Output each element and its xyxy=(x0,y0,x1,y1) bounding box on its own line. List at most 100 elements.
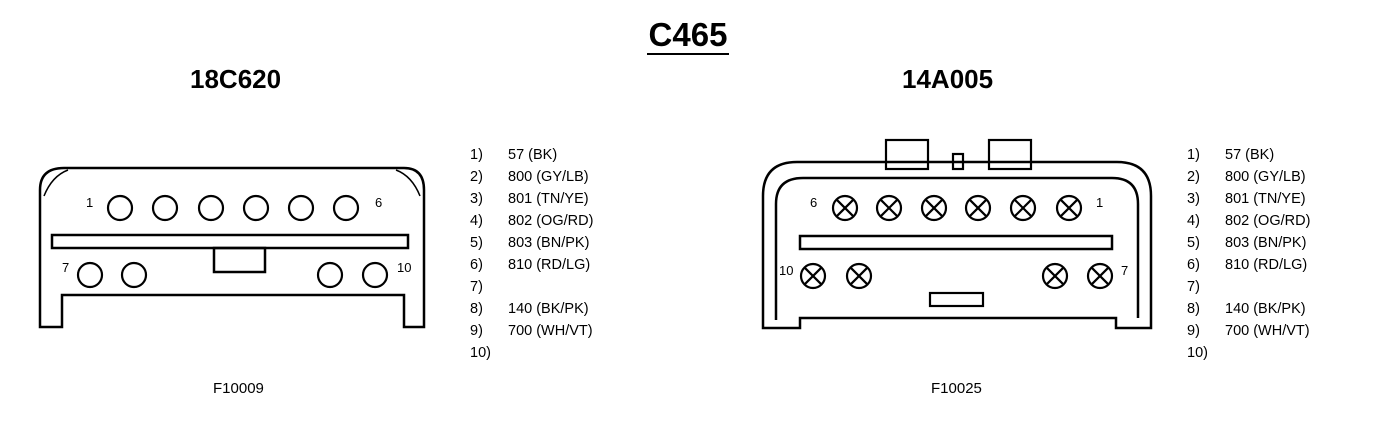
connector-1-latch xyxy=(212,246,267,274)
pin-wire: 803 (BN/PK) xyxy=(1225,235,1307,251)
connector-2-pin-1 xyxy=(831,194,859,222)
pin-number: 2) xyxy=(470,169,483,185)
connector-1-figure-id: F10009 xyxy=(213,380,264,397)
pin-number: 3) xyxy=(470,191,483,207)
pin-row: 3) 801 (TN/YE) xyxy=(470,188,593,210)
connector-2-latch xyxy=(928,291,985,308)
pin-number: 9) xyxy=(1187,323,1200,339)
pin-wire: 700 (WH/VT) xyxy=(1225,323,1310,339)
pin-wire: 140 (BK/PK) xyxy=(1225,301,1306,317)
connector-1-title: 18C620 xyxy=(190,64,282,94)
pin-number: 2) xyxy=(1187,169,1200,185)
connector-2-pin-4 xyxy=(964,194,992,222)
pin-row: 6) 810 (RD/LG) xyxy=(470,254,593,276)
connector-2-pin-3 xyxy=(920,194,948,222)
pin-number: 10) xyxy=(1187,345,1208,361)
pin-row: 10) xyxy=(1187,342,1310,364)
pin-number: 1) xyxy=(470,147,483,163)
connector-2-label-1: 1 xyxy=(1096,195,1103,210)
connector-2-key-bar xyxy=(798,234,1114,251)
connector-2-body xyxy=(761,160,1153,330)
connector-1-pins xyxy=(76,194,389,289)
pin-wire: 57 (BK) xyxy=(1225,147,1275,163)
pin-row: 3) 801 (TN/YE) xyxy=(1187,188,1310,210)
connector-2-label-10: 10 xyxy=(779,263,793,278)
pin-number: 10) xyxy=(470,345,491,361)
pin-row: 9) 700 (WH/VT) xyxy=(1187,320,1310,342)
pin-number: 6) xyxy=(1187,257,1200,273)
connector-2-pin-10 xyxy=(1086,262,1114,290)
pin-number: 7) xyxy=(470,279,483,295)
pin-number: 8) xyxy=(1187,301,1200,317)
pin-row: 1) 57 (BK) xyxy=(1187,144,1310,166)
pin-number: 8) xyxy=(470,301,483,317)
connector-2-pin-7 xyxy=(799,262,827,290)
connector-1-pin-9 xyxy=(316,261,344,289)
pin-wire: 810 (RD/LG) xyxy=(1225,257,1308,273)
connector-1-body xyxy=(38,166,426,329)
pin-row: 1) 57 (BK) xyxy=(470,144,593,166)
pin-row: 9) 700 (WH/VT) xyxy=(470,320,593,342)
connector-2-tabs xyxy=(884,138,1033,171)
connector-1-pin-2 xyxy=(151,194,179,222)
connector-1-pin-list: 1) 57 (BK) 2) 800 (GY/LB) 3) 801 (TN/YE) 4) 802… xyxy=(470,144,593,364)
connector-1-label-7: 7 xyxy=(62,260,69,275)
pin-number: 3) xyxy=(1187,191,1200,207)
connector-2-pin-9 xyxy=(1041,262,1069,290)
pin-number: 9) xyxy=(470,323,483,339)
pin-wire: 700 (WH/VT) xyxy=(508,323,593,339)
pin-row: 8) 140 (BK/PK) xyxy=(1187,298,1310,320)
pin-wire: 801 (TN/YE) xyxy=(1225,191,1306,207)
connector-1-pin-4 xyxy=(242,194,270,222)
connector-2-pin-6 xyxy=(1055,194,1083,222)
pin-row: 5) 803 (BN/PK) xyxy=(470,232,593,254)
connector-2-label-6: 6 xyxy=(810,195,817,210)
pin-number: 5) xyxy=(1187,235,1200,251)
connector-2-title: 14A005 xyxy=(902,64,994,94)
connector-2-label-7: 7 xyxy=(1121,263,1128,278)
pin-number: 7) xyxy=(1187,279,1200,295)
connector-1-pin-1 xyxy=(106,194,134,222)
connector-2-pin-list: 1) 57 (BK) 2) 800 (GY/LB) 3) 801 (TN/YE) 4)802… xyxy=(1187,144,1310,364)
pin-number: 4) xyxy=(1187,213,1200,229)
pin-wire: 57 (BK) xyxy=(508,147,558,163)
pin-row: 8) 140 (BK/PK) xyxy=(470,298,593,320)
pin-row: 7) xyxy=(1187,276,1310,298)
connector-2-pins xyxy=(799,194,1114,290)
pin-row: 2) 800 (GY/LB) xyxy=(470,166,593,188)
pin-row: 4) 802 (OG/RD) xyxy=(470,210,593,232)
connector-1-label-6: 6 xyxy=(375,195,382,210)
connector-1-pin-7 xyxy=(76,261,104,289)
connector-1-pin-6 xyxy=(332,194,360,222)
pin-row: 5) 803 (BN/PK) xyxy=(1187,232,1310,254)
connector-2-pin-8 xyxy=(845,262,873,290)
pin-row: 10) xyxy=(470,342,593,364)
connector-1-pin-8 xyxy=(120,261,148,289)
pin-wire: 803 (BN/PK) xyxy=(508,235,590,251)
connector-1-label-1: 1 xyxy=(86,195,93,210)
pin-wire: 800 (GY/LB) xyxy=(508,169,589,185)
pin-wire: 800 (GY/LB) xyxy=(1225,169,1306,185)
pin-wire: 140 (BK/PK) xyxy=(508,301,589,317)
connector-1-pin-10 xyxy=(361,261,389,289)
pin-row: 6) 810 (RD/LG) xyxy=(1187,254,1310,276)
pin-wire: 810 (RD/LG) xyxy=(508,257,591,273)
pin-wire: 802 (OG/RD) xyxy=(508,213,594,229)
connector-1-label-10: 10 xyxy=(397,260,411,275)
connector-2-pin-2 xyxy=(875,194,903,222)
pin-row: 7) xyxy=(470,276,593,298)
connector-2-pin-5 xyxy=(1009,194,1037,222)
pin-number: 6) xyxy=(470,257,483,273)
connector-1-pin-5 xyxy=(287,194,315,222)
pin-wire: 801 (TN/YE) xyxy=(508,191,589,207)
pin-number: 4) xyxy=(470,213,483,229)
pin-number: 1) xyxy=(1187,147,1200,163)
connector-2-figure-id: F10025 xyxy=(931,380,982,397)
pin-row: 2) 800 (GY/LB) xyxy=(1187,166,1310,188)
diagram-title: C465 xyxy=(646,16,730,55)
connector-1-key-bar xyxy=(50,233,410,250)
pin-number: 5) xyxy=(470,235,483,251)
pin-row: 4)802 (OG/RD) xyxy=(1187,210,1310,232)
connector-1-pin-3 xyxy=(197,194,225,222)
